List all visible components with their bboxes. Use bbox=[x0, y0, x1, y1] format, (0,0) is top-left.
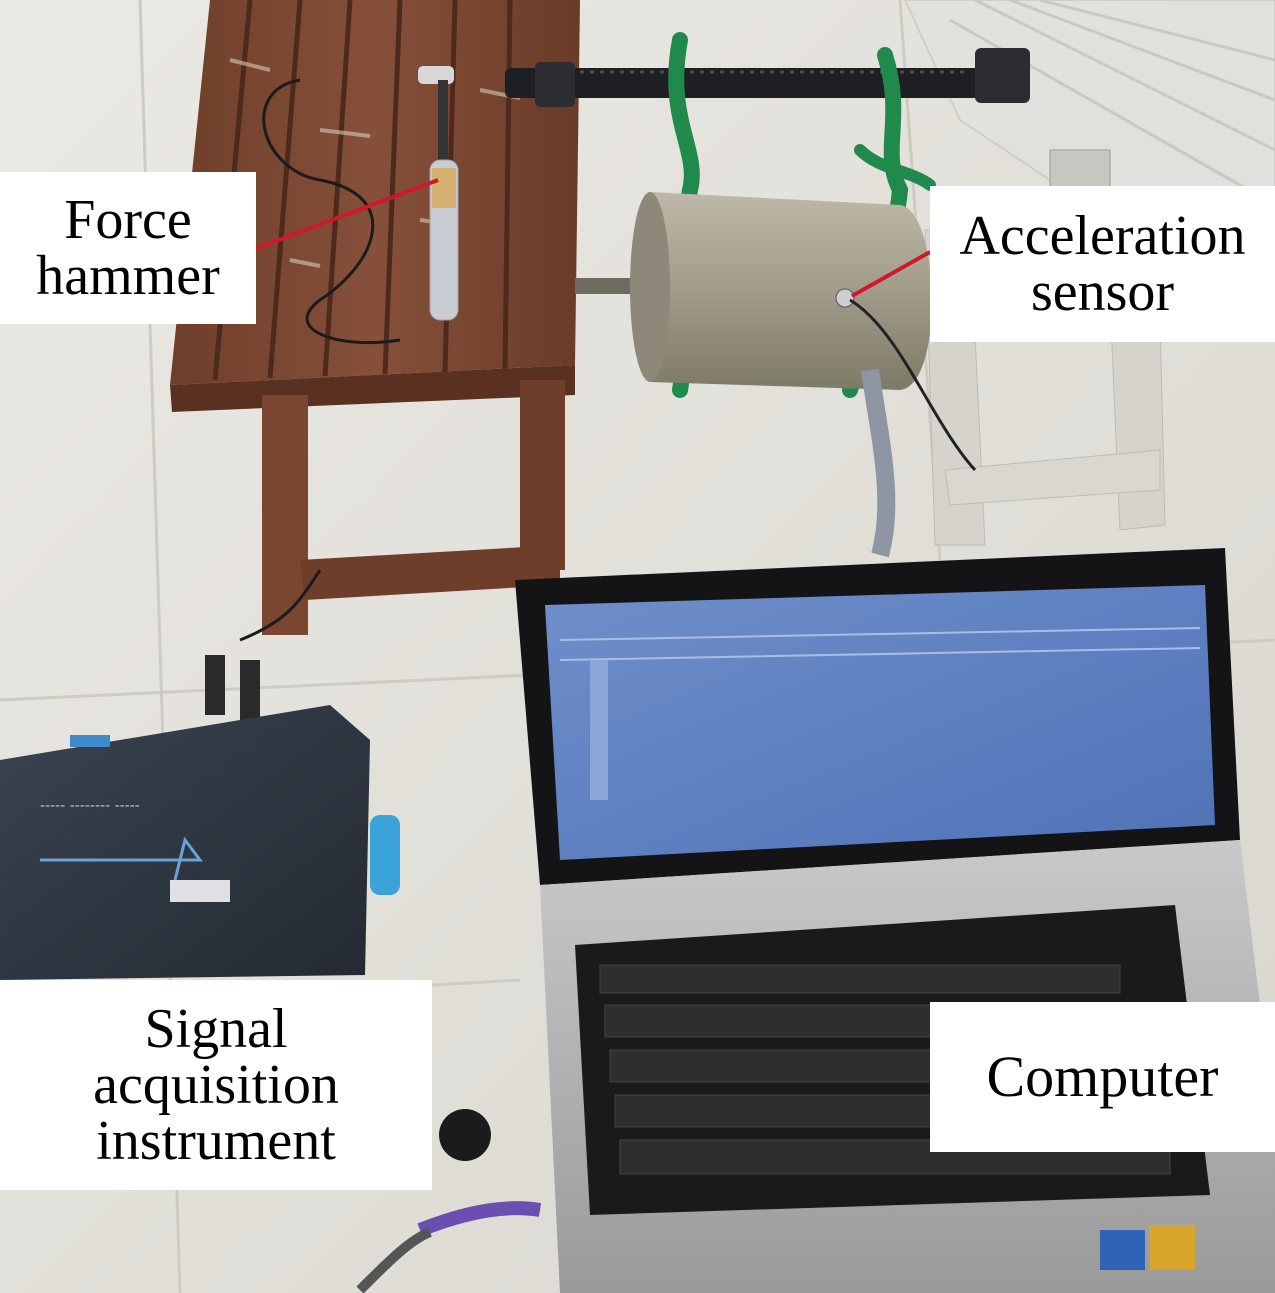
force-hammer-label-line1: Force bbox=[64, 189, 192, 251]
force-hammer-leader-line bbox=[251, 178, 439, 252]
acceleration-sensor-label-line2: sensor bbox=[1030, 261, 1175, 323]
computer-label: Computer bbox=[930, 1002, 1275, 1152]
signal-instrument-label-line1: Signal bbox=[144, 998, 288, 1060]
acceleration-sensor-label: Acceleration sensor bbox=[930, 186, 1275, 342]
force-hammer bbox=[262, 66, 459, 345]
signal-instrument-label-line3: instrument bbox=[96, 1110, 336, 1172]
test-cylinder bbox=[575, 192, 977, 558]
signal-instrument-label-line2: acquisition bbox=[93, 1054, 339, 1116]
force-hammer-label-line2: hammer bbox=[36, 245, 220, 307]
svg-text:----- -------- -----: ----- -------- ----- bbox=[40, 798, 140, 814]
signal-instrument-label: Signal acquisition instrument bbox=[0, 980, 432, 1190]
acceleration-sensor-leader-line bbox=[851, 250, 931, 298]
signal-instrument: ----- -------- ----- bbox=[0, 569, 400, 980]
computer-label-line1: Computer bbox=[986, 1044, 1219, 1109]
force-hammer-label: Force hammer bbox=[0, 172, 256, 324]
acceleration-sensor-label-line1: Acceleration bbox=[959, 205, 1246, 267]
